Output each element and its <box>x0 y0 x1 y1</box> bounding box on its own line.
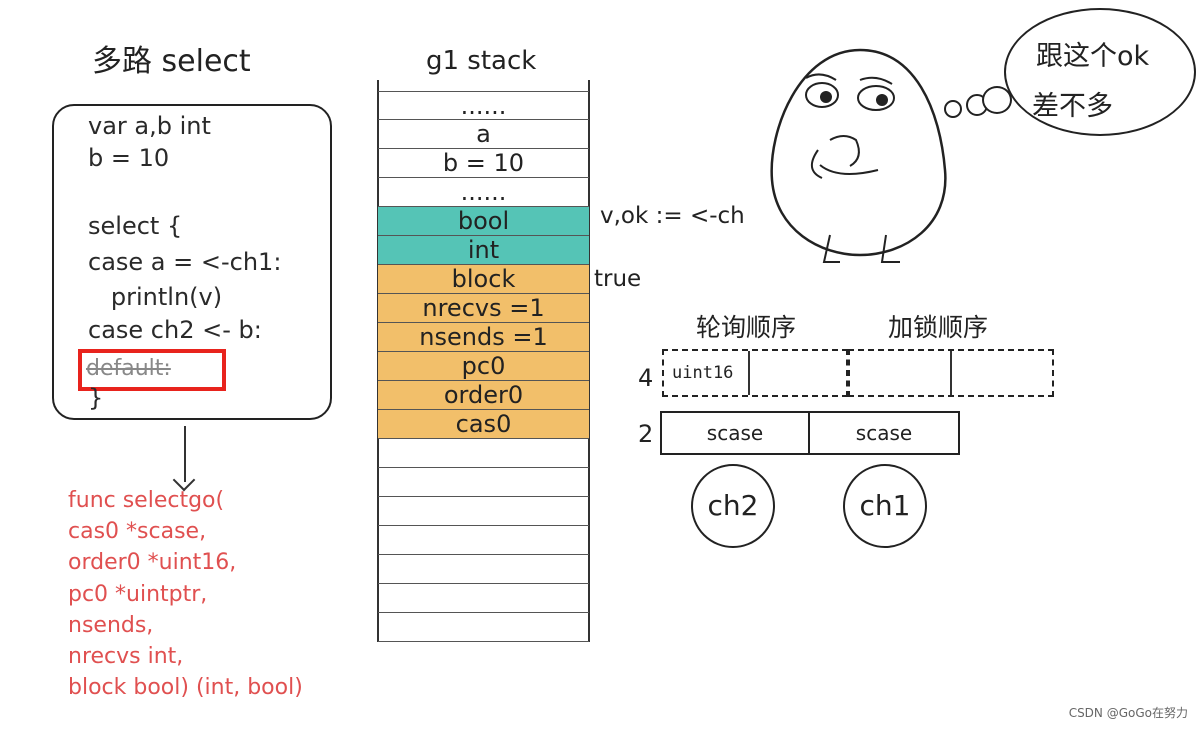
stack-slot <box>378 613 589 642</box>
stack-slot <box>378 439 589 468</box>
stack-slot <box>378 526 589 555</box>
block-annotation: true <box>594 266 642 292</box>
code-line: select { <box>88 212 183 240</box>
recv-annotation: v,ok := <-ch <box>600 203 745 229</box>
thought-dot-large <box>982 86 1012 114</box>
stack-right-wall <box>588 80 590 642</box>
default-case-struck: default: <box>86 356 171 381</box>
scase-cell: scase <box>660 411 810 455</box>
stack-slot: pc0 <box>378 352 589 381</box>
thought-line-2: 差不多 <box>1032 91 1113 122</box>
thought-dot-small <box>944 100 962 118</box>
default-highlight-box <box>78 349 226 391</box>
stack-slot <box>378 584 589 613</box>
thought-bubble <box>1004 8 1196 136</box>
stack-slot: bool <box>378 207 589 236</box>
poll-order-cell: uint16 <box>662 349 848 397</box>
func-line: block bool) (int, bool) <box>68 675 303 700</box>
lock-order-heading: 加锁顺序 <box>888 313 989 342</box>
func-line: func selectgo( <box>68 488 225 513</box>
stack-slot <box>378 468 589 497</box>
func-line: pc0 *uintptr, <box>68 582 208 607</box>
stack-slot: order0 <box>378 381 589 410</box>
func-line: nrecvs int, <box>68 644 184 669</box>
stack-slot <box>378 555 589 584</box>
stack-slot: ...... <box>378 178 589 207</box>
stack-slot: cas0 <box>378 410 589 439</box>
stack-slot: b = 10 <box>378 149 589 178</box>
stack-slot: int <box>378 236 589 265</box>
stack-slot <box>378 497 589 526</box>
scase-cell: scase <box>808 411 960 455</box>
code-line: println(v) <box>88 283 223 311</box>
channel-ch1: ch1 <box>843 464 927 548</box>
down-arrow-shaft <box>184 426 186 482</box>
thought-line-1: 跟这个ok <box>1036 41 1150 72</box>
channel-ch2: ch2 <box>691 464 775 548</box>
stack-slot: nsends =1 <box>378 323 589 352</box>
func-line: nsends, <box>68 613 154 638</box>
poll-order-heading: 轮询顺序 <box>696 313 797 342</box>
thinking-egg-icon <box>770 48 947 263</box>
code-line: b = 10 <box>88 144 170 172</box>
case-count: 2 <box>638 420 654 448</box>
stack-title: g1 stack <box>426 46 537 76</box>
code-box <box>52 104 332 420</box>
code-line: case ch2 <- b: <box>88 316 262 344</box>
watermark: CSDN @GoGo在努力 <box>1068 706 1188 720</box>
func-line: order0 *uint16, <box>68 550 237 575</box>
func-line: cas0 *scase, <box>68 519 207 544</box>
page-title: 多路 select <box>92 44 251 79</box>
code-line: var a,b int <box>88 112 211 140</box>
order-count: 4 <box>638 364 654 392</box>
code-closing-brace: } <box>88 384 104 412</box>
code-line: case a = <-ch1: <box>88 248 282 276</box>
stack-slot: ...... <box>378 91 589 120</box>
lock-order-cell <box>848 349 1054 397</box>
stack-slot: block <box>378 265 589 294</box>
stack-slot: nrecvs =1 <box>378 294 589 323</box>
stack-slot: a <box>378 120 589 149</box>
order-type-label: uint16 <box>672 363 734 383</box>
order-array: uint16 <box>662 349 1054 399</box>
